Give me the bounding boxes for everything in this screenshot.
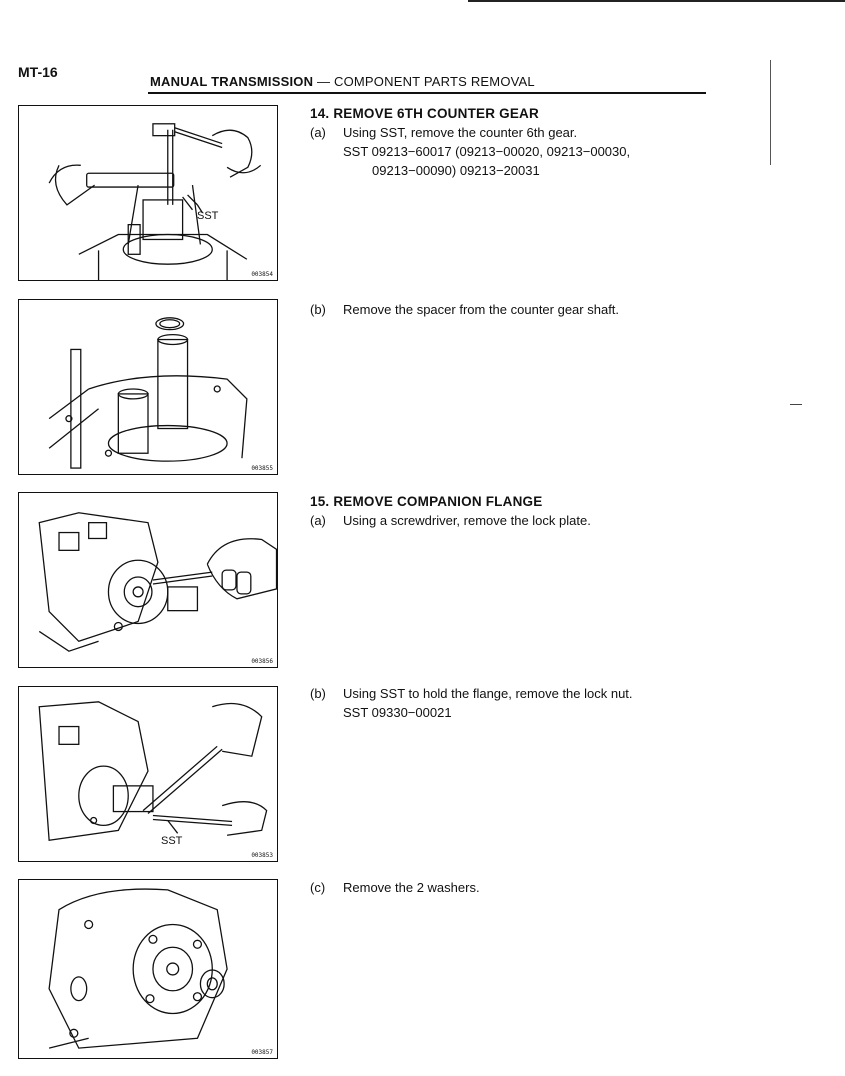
step-tag: (a) <box>310 513 326 528</box>
header-separator: — <box>313 74 334 89</box>
figure-code: 003857 <box>251 1049 273 1056</box>
step-text: Using a screwdriver, remove the lock pla… <box>343 513 591 528</box>
step-item: (a) Using SST, remove the counter 6th ge… <box>310 123 630 142</box>
step-heading: 14. REMOVE 6TH COUNTER GEAR <box>310 106 539 121</box>
step-15c: (c) Remove the 2 washers. <box>310 878 480 897</box>
header-title: MANUAL TRANSMISSION <box>150 74 314 89</box>
figure-code: 003855 <box>251 465 273 472</box>
figure-code: 003854 <box>251 271 273 278</box>
step-item: (b) Using SST to hold the flange, remove… <box>310 684 633 703</box>
sst-number: SST 09213−60017 (09213−00020, 09213−0003… <box>343 144 631 159</box>
step-text: Remove the 2 washers. <box>343 880 480 895</box>
flange-holder-illustration <box>38 701 268 841</box>
scan-margin-mark <box>790 404 802 405</box>
scan-margin-line <box>770 60 771 165</box>
step-tag: (c) <box>310 880 326 895</box>
step-text: Using SST to hold the flange, remove the… <box>343 686 633 701</box>
figure-remove-lock-plate: 003856 <box>18 492 278 668</box>
header-subtitle: COMPONENT PARTS REMOVAL <box>334 74 535 89</box>
sst-number: 09213−00090) 09213−20031 <box>372 163 540 178</box>
step-heading: 15. REMOVE COMPANION FLANGE <box>310 494 543 509</box>
figure-remove-lock-nut: SST 003853 <box>18 686 278 862</box>
figure-code: 003856 <box>251 658 273 665</box>
step-text: Using SST, remove the counter 6th gear. <box>343 125 578 140</box>
step-item: (b) Remove the spacer from the counter g… <box>310 300 619 319</box>
figure-remove-counter-gear: SST 003854 <box>18 105 278 281</box>
step-14b: (b) Remove the spacer from the counter g… <box>310 300 619 319</box>
step-tag: (b) <box>310 302 326 317</box>
step-tag: (b) <box>310 686 326 701</box>
page-id: MT-16 <box>18 64 58 80</box>
sst-number: SST 09330−00021 <box>343 705 452 720</box>
figure-remove-washers: 003857 <box>18 879 278 1059</box>
step-text: Remove the spacer from the counter gear … <box>343 302 620 317</box>
step-15: 15. REMOVE COMPANION FLANGE (a) Using a … <box>310 492 591 530</box>
step-item: (a) Using a screwdriver, remove the lock… <box>310 511 591 530</box>
header-rule <box>148 92 706 94</box>
scan-top-line <box>468 0 845 2</box>
screwdriver-lock-plate-illustration <box>38 512 277 652</box>
sst-puller-illustration <box>48 123 262 280</box>
figure-remove-spacer: 003855 <box>18 299 278 475</box>
counter-gear-shaft-illustration <box>48 317 248 469</box>
companion-flange-washers-illustration <box>48 888 228 1049</box>
figure-label-sst: SST <box>161 835 183 847</box>
page-header: MANUAL TRANSMISSION — COMPONENT PARTS RE… <box>150 74 535 89</box>
step-item: (c) Remove the 2 washers. <box>310 878 480 897</box>
step-15b: (b) Using SST to hold the flange, remove… <box>310 684 633 722</box>
figure-label-sst: SST <box>197 210 219 222</box>
step-14: 14. REMOVE 6TH COUNTER GEAR (a) Using SS… <box>310 104 630 180</box>
step-tag: (a) <box>310 125 326 140</box>
figure-code: 003853 <box>251 852 273 859</box>
